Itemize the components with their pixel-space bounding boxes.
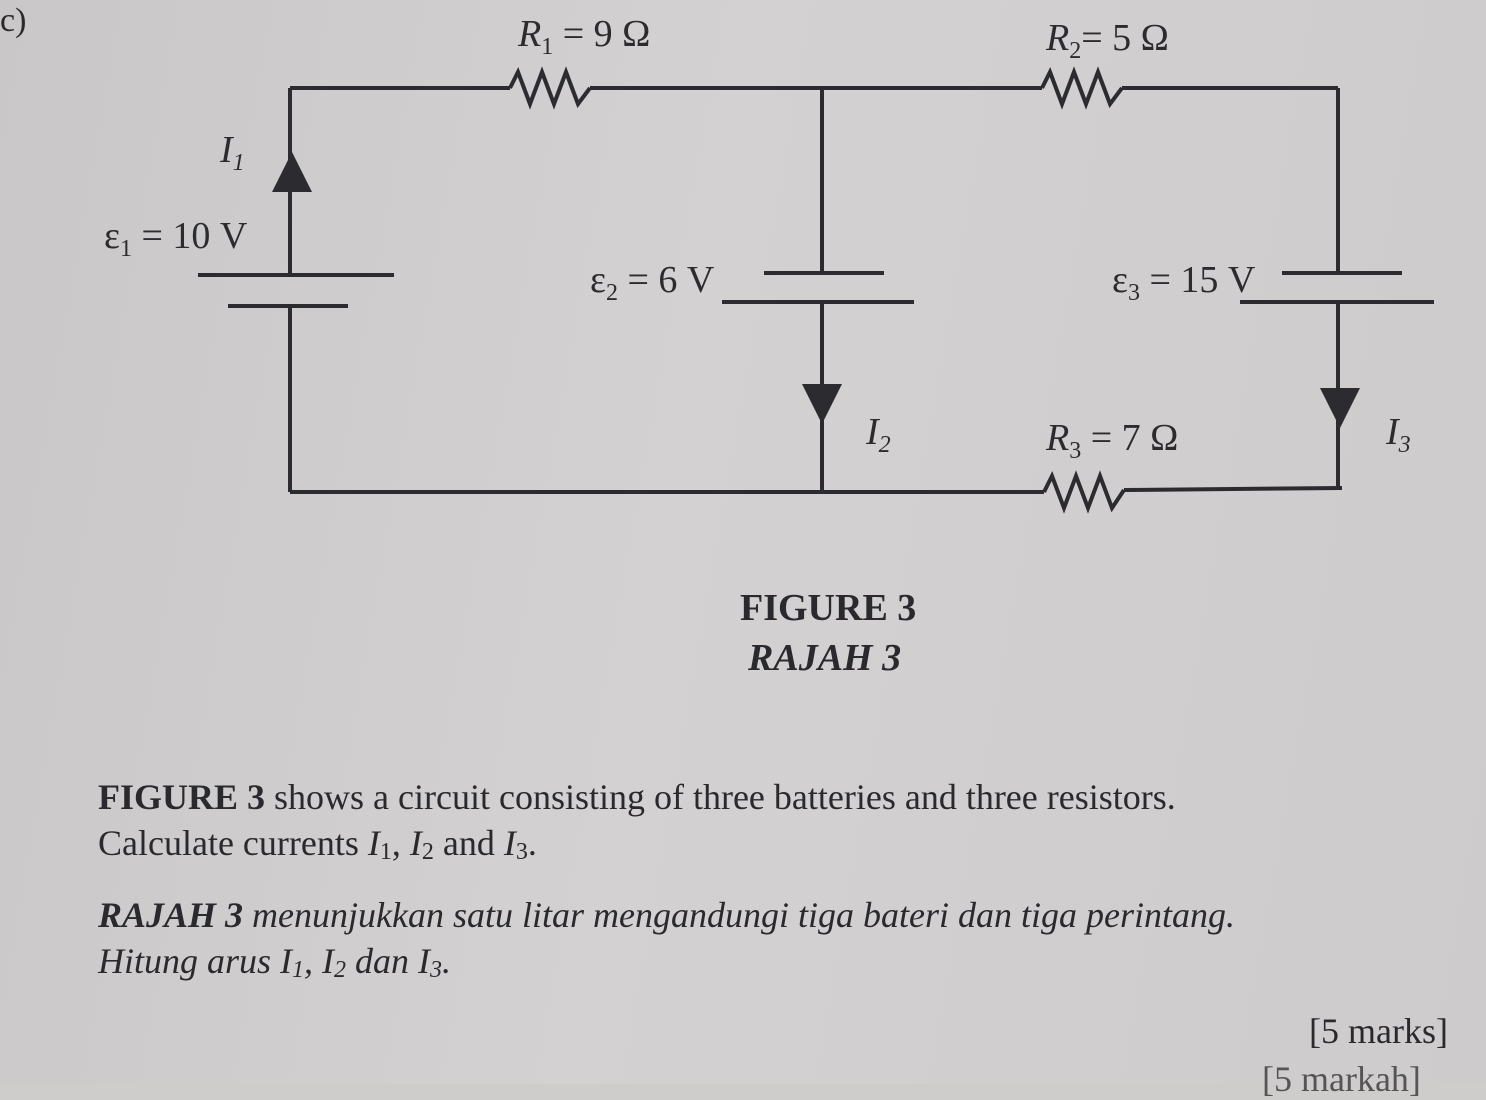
resistor-r2-zigzag <box>1040 66 1124 110</box>
label-r2: R2= 5 Ω <box>1045 17 1169 64</box>
circuit-diagram: R1 = 9 Ω R2= 5 Ω R3 = 7 Ω ε1 = 10 V ε2 =… <box>104 13 1434 514</box>
marks-english: [5 marks] <box>1309 1011 1448 1051</box>
figure-title: FIGURE 3 <box>740 587 917 629</box>
marks-malay: [5 markah] <box>1262 1059 1421 1099</box>
question-text-english: FIGURE 3 shows a circuit consisting of t… <box>98 774 1176 875</box>
label-i3: I3 <box>1385 411 1411 458</box>
label-r1: R1 = 9 Ω <box>517 13 650 60</box>
label-e3: ε3 = 15 V <box>1112 259 1256 306</box>
malay-line-1: RAJAH 3 menunjukkan satu litar mengandun… <box>98 895 1235 935</box>
resistor-r1-zigzag <box>508 66 592 110</box>
label-r3: R3 = 7 Ω <box>1045 417 1178 464</box>
current-arrow-i3-down <box>1320 388 1360 428</box>
resistor-r3-zigzag <box>1042 470 1126 514</box>
label-i1: I1 <box>219 129 245 176</box>
label-i2: I2 <box>865 411 891 458</box>
current-arrow-i1-up <box>272 152 312 192</box>
figure-title-malay: RAJAH 3 <box>748 637 902 679</box>
question-text-malay: RAJAH 3 menunjukkan satu litar mengandun… <box>98 892 1235 993</box>
label-e1: ε1 = 10 V <box>104 215 248 262</box>
english-line-1: FIGURE 3 shows a circuit consisting of t… <box>98 777 1176 817</box>
question-label: c) <box>0 2 27 39</box>
wire-bottom-right <box>1123 486 1343 492</box>
label-e2: ε2 = 6 V <box>590 259 715 306</box>
current-arrow-i2-down <box>802 384 842 424</box>
malay-line-2: Hitung arus I1, I2 dan I3. <box>98 941 452 983</box>
english-line-2: Calculate currents I1, I2 and I3. <box>98 823 537 865</box>
